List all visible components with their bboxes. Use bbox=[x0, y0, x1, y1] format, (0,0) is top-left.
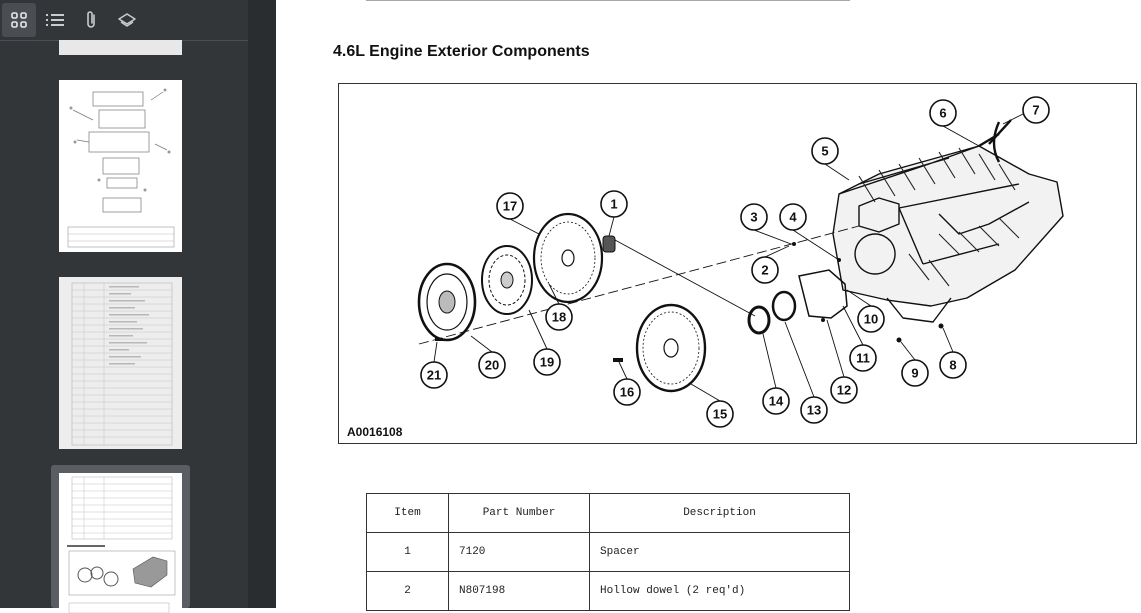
sidebar-toolbar bbox=[0, 0, 248, 41]
bearing-leader-line bbox=[614, 239, 756, 317]
callout-19: 19 bbox=[533, 348, 561, 376]
cell-item: 1 bbox=[366, 532, 449, 572]
pilot-bearing-drawing bbox=[602, 235, 616, 253]
page-thumbnail-3-current[interactable] bbox=[59, 473, 182, 613]
callout-leaders bbox=[433, 113, 1024, 402]
page-thumbnail-1[interactable] bbox=[59, 80, 182, 252]
svg-text:3: 3 bbox=[750, 210, 757, 225]
section-heading: 4.6L Engine Exterior Components bbox=[333, 43, 590, 60]
svg-text:16: 16 bbox=[620, 385, 634, 400]
grid-icon bbox=[11, 12, 27, 28]
outline-tab[interactable] bbox=[38, 3, 72, 37]
callout-6: 6 bbox=[929, 99, 957, 127]
callout-4: 4 bbox=[779, 203, 807, 231]
svg-text:20: 20 bbox=[485, 358, 499, 373]
callout-18: 18 bbox=[545, 303, 573, 331]
cell-part-number: 7120 bbox=[448, 532, 590, 572]
crank-centerline bbox=[418, 225, 860, 345]
thumbnail-exploded-drawing bbox=[67, 88, 175, 248]
cell-description: Hollow dowel (2 req'd) bbox=[589, 571, 850, 611]
cell-item: 2 bbox=[366, 571, 449, 611]
thumbnail-sidebar bbox=[0, 0, 248, 613]
layers-icon bbox=[118, 13, 136, 27]
header-item: Item bbox=[366, 493, 449, 533]
engine-detail-hatching bbox=[858, 147, 1020, 287]
oil-seal-drawing bbox=[747, 305, 771, 335]
attachments-tab[interactable] bbox=[74, 3, 108, 37]
list-icon bbox=[46, 14, 64, 26]
thumbnail-current-page bbox=[67, 476, 176, 613]
svg-text:1: 1 bbox=[610, 197, 617, 212]
svg-text:17: 17 bbox=[503, 199, 517, 214]
callout-16: 16 bbox=[613, 378, 641, 406]
svg-text:10: 10 bbox=[864, 312, 878, 327]
callout-17: 17 bbox=[496, 192, 524, 220]
svg-text:2: 2 bbox=[761, 263, 768, 278]
parts-table: Item Part Number Description 1 7120 Spac… bbox=[366, 493, 850, 611]
sensor-wire-drawing bbox=[978, 119, 1012, 163]
callout-21: 21 bbox=[420, 361, 448, 389]
callout-15: 15 bbox=[706, 400, 734, 428]
header-description: Description bbox=[589, 493, 850, 533]
seal-ring-drawing bbox=[771, 290, 797, 322]
svg-text:11: 11 bbox=[856, 351, 870, 366]
svg-text:8: 8 bbox=[949, 358, 956, 373]
paperclip-icon bbox=[87, 11, 95, 28]
svg-text:6: 6 bbox=[939, 106, 946, 121]
callout-7: 7 bbox=[1022, 96, 1050, 124]
cell-part-number: N807198 bbox=[448, 571, 590, 611]
callout-10: 10 bbox=[857, 305, 885, 333]
document-page: 4.6L Engine Exterior Components bbox=[276, 0, 1141, 611]
svg-text:14: 14 bbox=[769, 394, 784, 409]
rear-cover-drawing bbox=[798, 269, 848, 319]
table-row: 1 7120 Spacer bbox=[366, 532, 850, 572]
clutch-disc-drawing bbox=[481, 245, 533, 315]
svg-text:18: 18 bbox=[552, 310, 566, 325]
callout-14: 14 bbox=[762, 387, 790, 415]
page-thumbnail-2[interactable] bbox=[59, 277, 182, 449]
cell-description: Spacer bbox=[589, 532, 850, 572]
svg-text:5: 5 bbox=[821, 144, 828, 159]
svg-text:12: 12 bbox=[837, 383, 851, 398]
callout-9: 9 bbox=[901, 359, 929, 387]
layers-tab[interactable] bbox=[110, 3, 144, 37]
thumbnail-table-page bbox=[71, 282, 173, 446]
callout-8: 8 bbox=[939, 351, 967, 379]
callout-2: 2 bbox=[751, 256, 779, 284]
figure-code: A0016108 bbox=[347, 425, 403, 439]
pressure-plate-drawing bbox=[417, 262, 477, 342]
engine-exploded-drawing: 1 2 3 4 5 6 7 8 9 10 11 12 13 14 15 16 1… bbox=[417, 96, 1064, 428]
thumbnails-tab[interactable] bbox=[2, 3, 36, 37]
svg-text:13: 13 bbox=[807, 403, 821, 418]
svg-text:15: 15 bbox=[713, 407, 727, 422]
callout-13: 13 bbox=[800, 396, 828, 424]
svg-text:19: 19 bbox=[540, 355, 554, 370]
svg-text:7: 7 bbox=[1032, 103, 1039, 118]
header-part-number: Part Number bbox=[448, 493, 590, 533]
callout-12: 12 bbox=[830, 376, 858, 404]
callout-5: 5 bbox=[811, 137, 839, 165]
flywheel-drawing bbox=[532, 212, 604, 304]
page-thumbnail-previous[interactable] bbox=[59, 40, 182, 55]
exploded-diagram-figure: 1 2 3 4 5 6 7 8 9 10 11 12 13 14 15 16 1… bbox=[338, 83, 1137, 444]
flexplate-drawing bbox=[635, 303, 707, 393]
callout-3: 3 bbox=[740, 203, 768, 231]
callout-11: 11 bbox=[849, 344, 877, 372]
svg-text:21: 21 bbox=[427, 368, 441, 383]
svg-text:9: 9 bbox=[911, 366, 918, 381]
svg-text:4: 4 bbox=[789, 210, 797, 225]
callout-20: 20 bbox=[478, 351, 506, 379]
engine-block-drawing bbox=[832, 145, 1064, 323]
callout-1: 1 bbox=[600, 190, 628, 218]
table-row: 2 N807198 Hollow dowel (2 req'd) bbox=[366, 571, 850, 611]
table-bottom-rule bbox=[366, 0, 850, 1]
table-header-row: Item Part Number Description bbox=[366, 493, 850, 533]
sidebar-gutter bbox=[248, 0, 276, 608]
